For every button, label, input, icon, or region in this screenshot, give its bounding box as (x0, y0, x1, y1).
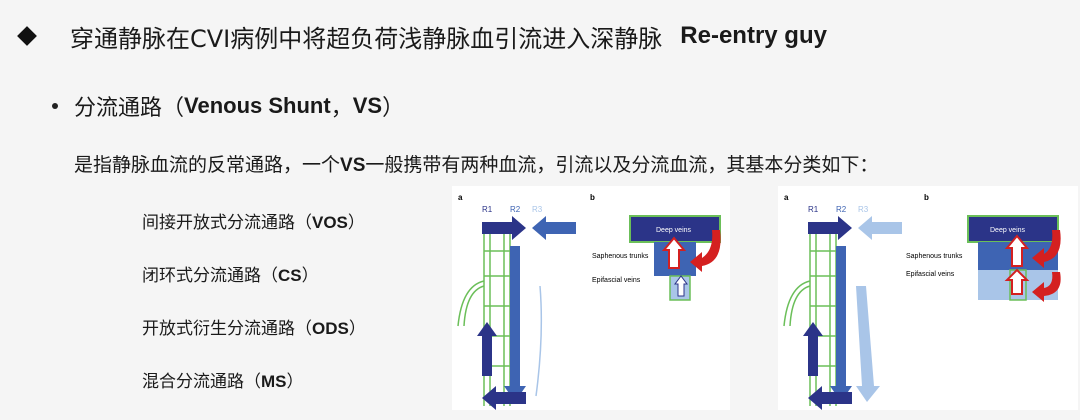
bullet-middle: ， (330, 96, 353, 121)
definition-bold: VS (340, 155, 366, 176)
panel-b-label: b (590, 193, 595, 202)
shunt-diagram-1: a b R1 R2 R3 Deep veins Saphenous trunks… (452, 186, 730, 410)
diamond-bullet-icon (17, 26, 37, 46)
epifascial-label: Epifascial veins (906, 271, 955, 278)
red-return-arrow-icon-2 (1032, 272, 1061, 302)
definition-text: 是指静脉血流的反常通路，一个VS一般携带有两种血流，引流以及分流血流，其基本分类… (74, 150, 878, 177)
slide-heading: 穿通静脉在CVI病例中将超负荷浅静脉血引流进入深静脉 Re-entry guy (10, 18, 827, 54)
shunt-diagram-1-svg: a b R1 R2 R3 Deep veins Saphenous trunks… (457, 193, 721, 410)
panel-a-label: a (784, 193, 789, 202)
up-arrow-icon (803, 322, 823, 376)
shunt-type-item: 闭环式分流通路（CS） (142, 261, 366, 314)
white-up-arrow-icon (1004, 234, 1030, 267)
type-name: 闭环式分流通路（ (142, 266, 278, 286)
inflow-arrow-icon (858, 216, 902, 240)
down-arrow-icon (830, 246, 852, 402)
saphenous-label: Saphenous trunks (592, 253, 649, 260)
bottom-arrow-icon (808, 386, 852, 410)
deep-veins-label: Deep veins (656, 227, 692, 234)
inflow-arrow-icon (532, 216, 576, 240)
shunt-diagram-2: a b R1 R2 R3 Deep veins Saphenous trunks… (778, 186, 1078, 410)
top-right-arrow-icon (482, 216, 526, 240)
white-up-arrow-icon (661, 236, 687, 269)
type-abbr: MS (261, 372, 287, 391)
red-return-arrow-icon (690, 230, 721, 272)
shunt-type-item: 间接开放式分流通路（VOS） (142, 208, 366, 261)
type-abbr: CS (278, 266, 302, 285)
bottom-arrow-icon (482, 386, 526, 410)
definition-part2: 一般携带有两种血流，引流以及分流血流，其基本分类如下： (365, 154, 879, 176)
down-arrow-icon (504, 246, 526, 402)
small-up-arrow-icon (674, 275, 688, 297)
type-name: 开放式衍生分流通路（ (142, 319, 312, 339)
bullet-bold: Venous Shunt (184, 93, 331, 118)
r2-label: R2 (836, 205, 847, 214)
shunt-type-item: 开放式衍生分流通路（ODS） (142, 314, 366, 367)
shunt-type-item: 混合分流通路（MS） (142, 367, 366, 420)
light-vein-line (535, 285, 543, 397)
panel-a-label: a (458, 193, 463, 202)
definition-part1: 是指静脉血流的反常通路，一个 (74, 154, 341, 176)
type-abbr: ODS (312, 319, 349, 338)
r3-label: R3 (532, 205, 543, 214)
type-end: ） (347, 213, 365, 233)
type-end: ） (286, 372, 304, 392)
bullet-prefix: 分流通路（ (74, 96, 185, 121)
epifascial-label: Epifascial veins (592, 277, 641, 284)
type-name: 间接开放式分流通路（ (142, 213, 312, 233)
type-end: ） (301, 266, 319, 286)
round-bullet-icon (52, 103, 58, 109)
bullet-bold2: VS (352, 93, 383, 118)
r1-label: R1 (808, 205, 819, 214)
green-vein-lattice (457, 226, 511, 406)
type-abbr: VOS (312, 213, 348, 232)
green-vein-lattice (783, 226, 837, 406)
r2-label: R2 (510, 205, 521, 214)
venous-shunt-bullet: 分流通路（Venous Shunt，VS） (52, 90, 404, 122)
r3-label: R3 (858, 205, 869, 214)
shunt-diagram-2-svg: a b R1 R2 R3 Deep veins Saphenous trunks… (783, 193, 1061, 410)
heading-text: 穿通静脉在CVI病例中将超负荷浅静脉血引流进入深静脉 (70, 24, 663, 53)
saphenous-label: Saphenous trunks (906, 253, 963, 260)
type-name: 混合分流通路（ (142, 372, 261, 392)
white-up-arrow-icon-2 (1004, 268, 1030, 295)
shunt-type-list: 间接开放式分流通路（VOS） 闭环式分流通路（CS） 开放式衍生分流通路（ODS… (142, 208, 366, 420)
bullet-suffix: ） (382, 96, 405, 121)
type-end: ） (348, 319, 366, 339)
r1-label: R1 (482, 205, 493, 214)
deep-veins-label: Deep veins (990, 227, 1026, 234)
top-right-arrow-icon (808, 216, 852, 240)
panel-b-label: b (924, 193, 929, 202)
heading-english: Re-entry guy (680, 22, 827, 49)
red-return-arrow-icon (1032, 230, 1061, 268)
light-down-arrow-icon (856, 286, 880, 402)
up-arrow-icon (477, 322, 497, 376)
